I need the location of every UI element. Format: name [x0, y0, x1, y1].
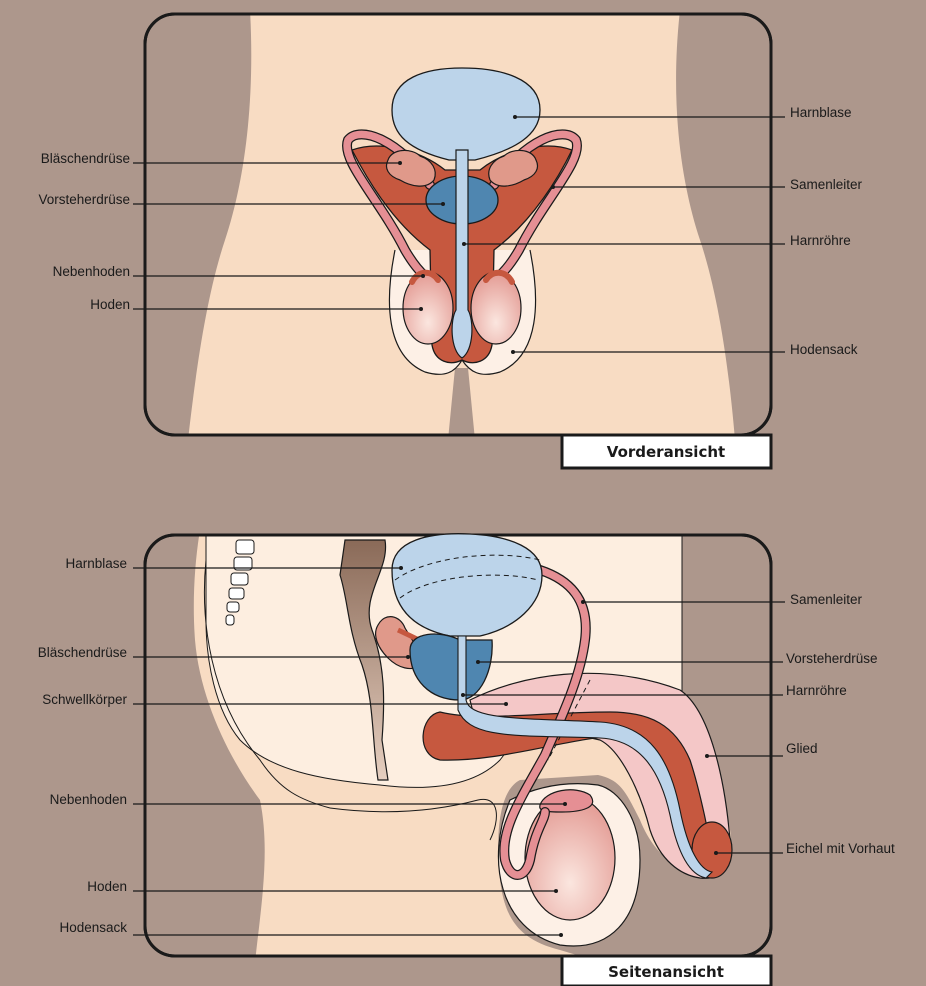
svg-text:Harnröhre: Harnröhre: [790, 233, 851, 248]
svg-text:Hoden: Hoden: [87, 879, 127, 894]
svg-text:Samenleiter: Samenleiter: [790, 592, 863, 607]
svg-text:Vorsteherdrüse: Vorsteherdrüse: [38, 192, 130, 207]
svg-text:Glied: Glied: [786, 741, 818, 756]
svg-text:Bläschendrüse: Bläschendrüse: [38, 645, 127, 660]
svg-text:Schwellkörper: Schwellkörper: [42, 692, 127, 707]
front-view-panel: Vorderansicht Bläschendrüse Vorsteherdrü…: [38, 10, 862, 468]
svg-text:Eichel mit Vorhaut: Eichel mit Vorhaut: [786, 841, 895, 856]
svg-text:Hodensack: Hodensack: [790, 342, 858, 357]
side-view-panel: Seitenansicht Harnblase Bläschendrüse Sc…: [38, 530, 895, 986]
svg-text:Harnröhre: Harnröhre: [786, 683, 847, 698]
front-view-caption: Vorderansicht: [607, 443, 725, 461]
svg-text:Nebenhoden: Nebenhoden: [53, 264, 130, 279]
svg-text:Bläschendrüse: Bläschendrüse: [41, 151, 130, 166]
svg-text:Harnblase: Harnblase: [65, 556, 127, 571]
side-testis: [525, 796, 615, 920]
svg-text:Samenleiter: Samenleiter: [790, 177, 863, 192]
svg-text:Hodensack: Hodensack: [59, 920, 127, 935]
svg-text:Harnblase: Harnblase: [790, 105, 852, 120]
svg-text:Hoden: Hoden: [90, 297, 130, 312]
side-view-caption: Seitenansicht: [608, 963, 724, 981]
svg-text:Vorsteherdrüse: Vorsteherdrüse: [786, 651, 878, 666]
svg-text:Nebenhoden: Nebenhoden: [50, 792, 127, 807]
